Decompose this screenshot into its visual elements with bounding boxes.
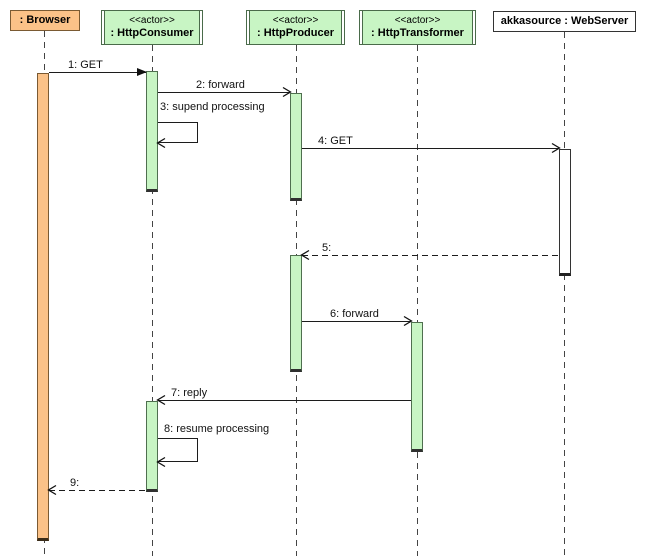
message-2-arrowhead [282, 86, 292, 98]
participant-box-http-producer: <<actor>> : HttpProducer [246, 10, 345, 45]
activation-bar-webserver [559, 149, 571, 276]
message-7-arrowhead [156, 394, 166, 406]
message-4-arrowhead [551, 142, 561, 154]
message-1-line [49, 68, 147, 76]
message-7-label: 7: reply [171, 387, 208, 399]
participant-name: : HttpProducer [257, 27, 334, 39]
activation-bar-browser [37, 73, 49, 541]
participant-name: akkasource : WebServer [500, 15, 629, 27]
message-7-line [156, 394, 411, 406]
message-9-line [47, 484, 146, 496]
lifeline-webserver [564, 32, 565, 556]
message-6-arrowhead [403, 315, 413, 327]
message-3-self-loop [156, 122, 198, 149]
message-4-line [302, 142, 561, 154]
message-5-line [300, 249, 559, 261]
message-4-label: 4: GET [318, 135, 353, 147]
message-8-arrowhead [156, 456, 166, 468]
participant-name: : HttpTransformer [371, 27, 464, 39]
participant-box-webserver: akkasource : WebServer [493, 11, 636, 32]
message-9-arrowhead [47, 484, 57, 496]
message-2-line [158, 86, 292, 98]
stereotype-label: <<actor>> [129, 15, 175, 26]
activation-bar-http-producer-2 [290, 255, 302, 372]
stereotype-label: <<actor>> [394, 15, 441, 26]
message-1-arrowhead [137, 68, 147, 76]
message-8-label: 8: resume processing [164, 423, 270, 435]
message-9-label: 9: [70, 477, 80, 489]
participant-name: : HttpConsumer [110, 27, 194, 39]
activation-bar-http-consumer-1 [146, 71, 158, 192]
activation-bar-http-producer-1 [290, 93, 302, 201]
message-3-label: 3: supend processing [160, 101, 265, 113]
stereotype-label: <<actor>> [272, 15, 319, 26]
message-6-line [302, 315, 413, 327]
participant-box-http-transformer: <<actor>> : HttpTransformer [359, 10, 476, 45]
lifeline-http-consumer [152, 45, 153, 556]
participant-name: : Browser [19, 14, 71, 26]
participant-box-browser: : Browser [10, 10, 80, 31]
activation-bar-http-transformer [411, 322, 423, 452]
message-5-label: 5: [322, 242, 332, 254]
message-8-self-loop [156, 438, 198, 468]
message-1-label: 1: GET [68, 59, 103, 71]
message-5-arrowhead [300, 249, 310, 261]
message-3-arrowhead [156, 137, 166, 149]
message-6-label: 6: forward [330, 308, 379, 320]
lifeline-http-transformer [417, 45, 418, 556]
message-2-label: 2: forward [196, 79, 245, 91]
participant-box-http-consumer: <<actor>> : HttpConsumer [101, 10, 203, 45]
activation-bar-http-consumer-2 [146, 401, 158, 492]
